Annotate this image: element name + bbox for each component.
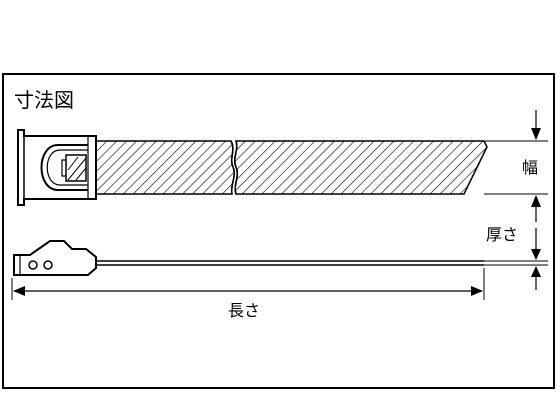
break-line-left: [230, 140, 235, 195]
diagram-frame: [2, 73, 555, 389]
buckle-rivet-2: [43, 260, 53, 270]
break-line-right: [233, 140, 239, 195]
width-label: 幅: [522, 158, 538, 177]
width-dimension: 幅: [484, 110, 548, 222]
strap-body-left: [95, 140, 235, 195]
thickness-label: 厚さ: [486, 225, 518, 244]
length-dimension: 長さ: [11, 268, 485, 320]
locking-tab-notch: [61, 159, 66, 177]
strap-body-right: [233, 140, 488, 195]
buckle-rivet-1: [28, 260, 38, 270]
tie-side-view: [13, 240, 484, 276]
buckle-profile: [13, 240, 97, 276]
buckle-head: [17, 129, 97, 206]
tie-top-view: [17, 129, 488, 206]
diagram-title: 寸法図: [14, 88, 74, 112]
buckle-slot-inner: [46, 149, 88, 186]
length-label: 長さ: [228, 301, 260, 320]
locking-tab-hatch: [67, 156, 87, 181]
thickness-dimension: 厚さ: [484, 225, 548, 290]
buckle-slot: [40, 144, 88, 191]
